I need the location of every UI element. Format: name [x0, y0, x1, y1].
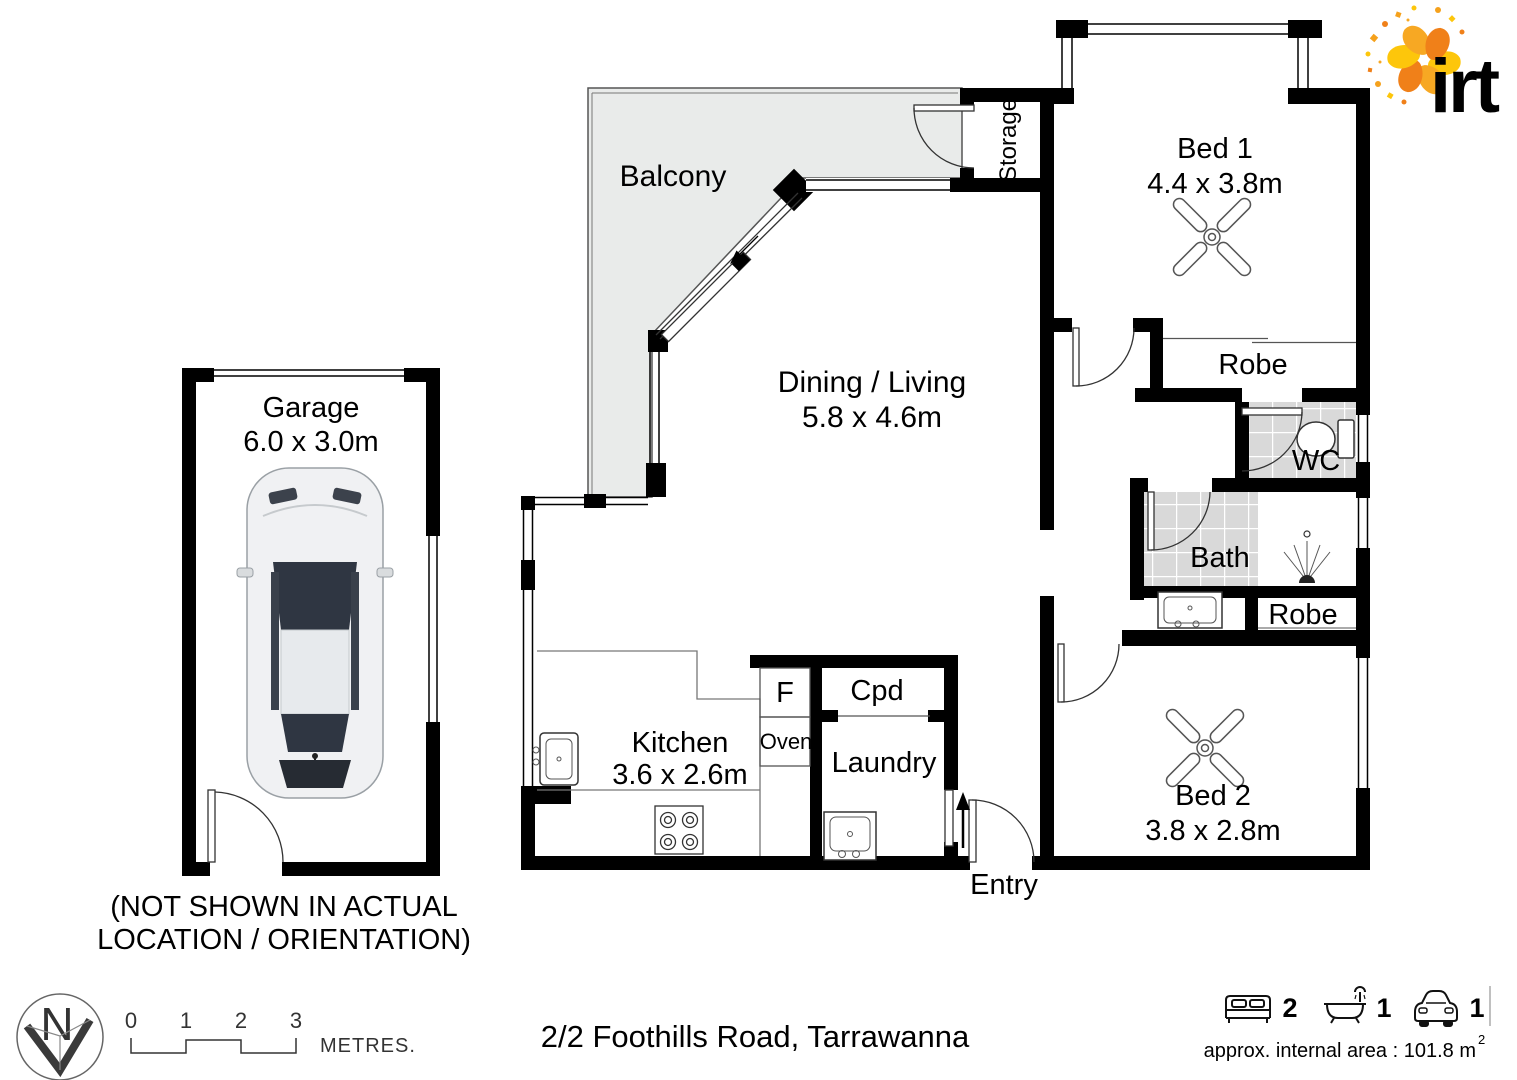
laundry-tub-icon [823, 811, 877, 861]
balcony-floor [587, 87, 963, 498]
car-icon [1414, 990, 1458, 1027]
bath-icon [1324, 986, 1366, 1024]
scale-tick-2: 2 [235, 1008, 247, 1033]
toilet-icon [1296, 419, 1355, 459]
footer: N 0 1 2 3 METRES. 2/2 Foothills Road, Ta… [16, 986, 1491, 1080]
disclaimer-line1: (NOT SHOWN IN ACTUAL [110, 891, 458, 923]
oven-space [759, 716, 811, 767]
robe2-label: Robe [1268, 599, 1337, 631]
bed2-dims: 3.8 x 2.8m [1145, 815, 1280, 847]
bath-door-swing [1147, 491, 1211, 551]
car-top-view [236, 467, 394, 799]
dining-living-label: Dining / Living [778, 366, 966, 399]
storage-label: Storage [995, 98, 1022, 182]
compass-north-label: N [40, 998, 73, 1050]
scale-unit-label: METRES. [320, 1035, 416, 1057]
cpd-label: Cpd [850, 675, 903, 707]
balcony-area [587, 87, 963, 498]
scale-bar: 0 1 2 3 METRES. [125, 1008, 416, 1057]
irt-logo: irt [1365, 5, 1503, 129]
vanity-sink-icon [1157, 591, 1223, 629]
ceiling-fan-bed2-icon [1163, 706, 1247, 790]
room-labels: Balcony Storage Bed 1 4.4 x 3.8m Robe WC… [97, 98, 1340, 956]
bed1-label: Bed 1 [1177, 133, 1253, 165]
ceiling-fan-bed1-icon [1170, 195, 1254, 279]
garage-door-swing [207, 789, 284, 863]
fixtures [532, 195, 1356, 861]
balcony-sliding-door [655, 192, 803, 343]
wc-door-swing [1241, 407, 1303, 472]
balcony-label: Balcony [620, 160, 727, 193]
cooktop-icon [654, 805, 704, 855]
oven-label: Oven [760, 729, 813, 754]
internal-area-text: approx. internal area : 101.8 m [1204, 1040, 1476, 1062]
bed-icon [1225, 995, 1271, 1023]
address-title: 2/2 Foothills Road, Tarrawanna [541, 1019, 970, 1054]
compass-circle [16, 993, 104, 1080]
garage-dims: 6.0 x 3.0m [243, 426, 378, 458]
laundry-arrow-icon [956, 792, 970, 848]
kitchen-label: Kitchen [632, 727, 729, 759]
slide-direction-arrow-icon [730, 250, 744, 264]
irt-logo-text: irt [1430, 44, 1500, 129]
baths-count: 1 [1376, 993, 1391, 1023]
kitchen-dims: 3.6 x 2.6m [612, 759, 747, 791]
scale-tick-1: 1 [180, 1008, 192, 1033]
entry-door-swing [968, 799, 1035, 863]
bed2-door-swing [1057, 643, 1120, 703]
scale-bar-line [130, 1038, 297, 1054]
robe1-sliding-doors [1163, 337, 1356, 344]
windows [214, 22, 1370, 788]
bath-tiled-floor [1144, 492, 1258, 586]
entry-label: Entry [970, 869, 1038, 901]
garage-label: Garage [263, 392, 360, 424]
scale-tick-3: 3 [290, 1008, 302, 1033]
walls [182, 20, 1370, 876]
internal-area-superscript: 2 [1478, 1032, 1485, 1047]
doors [207, 104, 1303, 863]
fridge-label: F [776, 677, 794, 709]
summary: 2 1 1 approx. internal area : 101.8 m [1204, 986, 1491, 1062]
compass: N [16, 993, 104, 1080]
laundry-label: Laundry [832, 747, 937, 779]
bed1-dims: 4.4 x 3.8m [1147, 168, 1282, 200]
robe1-label: Robe [1218, 349, 1287, 381]
bed2-label: Bed 2 [1175, 780, 1251, 812]
shower-icon [1283, 530, 1331, 583]
storage-door-swing [913, 104, 975, 169]
bed1-door-swing [1072, 327, 1135, 387]
dining-living-dims: 5.8 x 4.6m [802, 401, 942, 434]
irt-logo-swirl-icon [1365, 5, 1465, 105]
laundry-door-panel [944, 789, 954, 847]
balcony-railing-inner-line [591, 92, 958, 494]
bath-label: Bath [1190, 542, 1250, 574]
cars-count: 1 [1469, 993, 1484, 1023]
wc-label: WC [1292, 445, 1340, 477]
kitchen-sink-icon [532, 732, 579, 786]
scale-tick-0: 0 [125, 1008, 137, 1033]
kitchen-counter [537, 650, 930, 856]
beds-count: 2 [1282, 993, 1297, 1023]
disclaimer-line2: LOCATION / ORIENTATION) [97, 924, 471, 956]
